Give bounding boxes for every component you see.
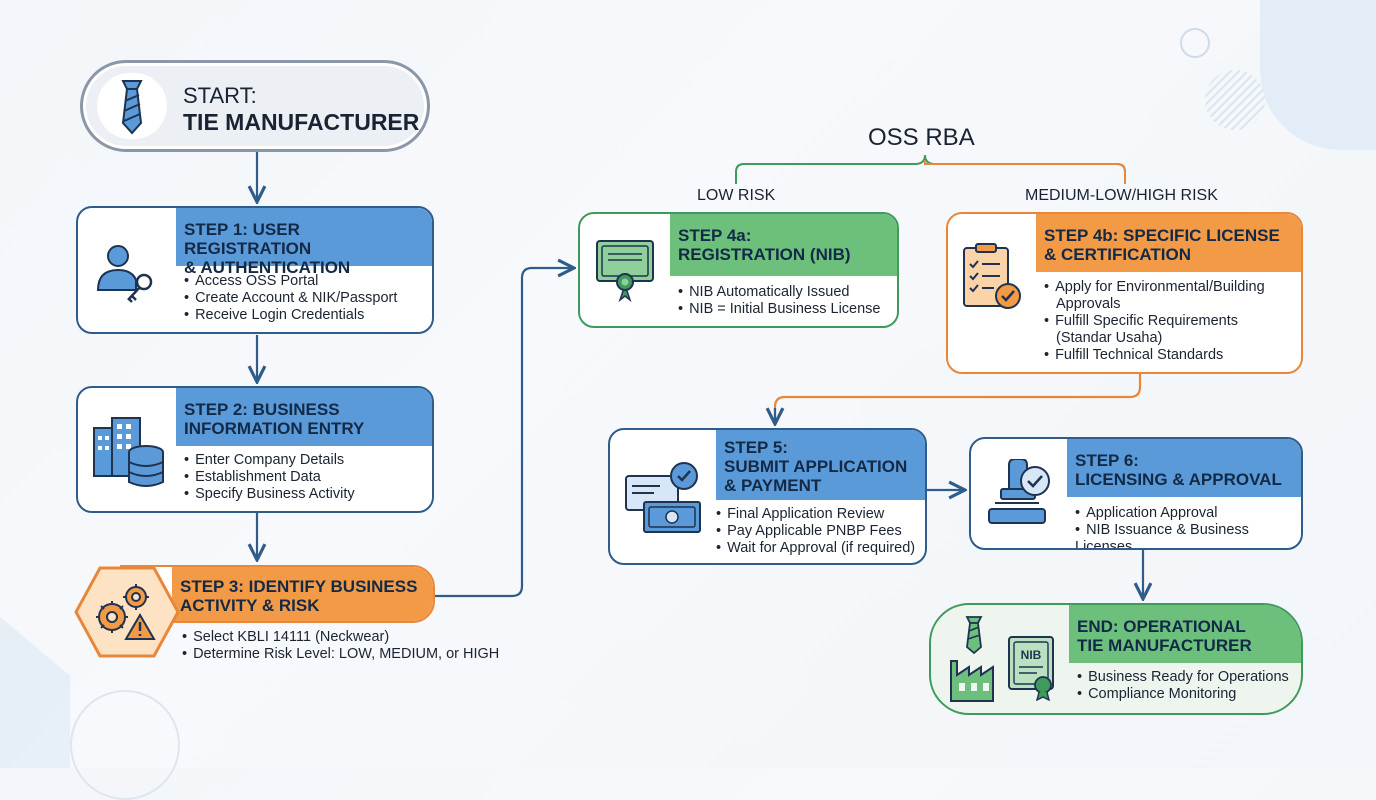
end-card: END: OPERATIONAL TIE MANUFACTURER NIB Bu…	[929, 603, 1303, 715]
step1-card: STEP 1: USER REGISTRATION & AUTHENTICATI…	[76, 206, 434, 334]
start-title: TIE MANUFACTURER	[183, 109, 420, 135]
checklist-icon	[963, 243, 1021, 309]
high-risk-label: MEDIUM-LOW/HIGH RISK	[1025, 187, 1218, 204]
bg-decor-stripes	[1205, 70, 1265, 130]
step1-bullets: Access OSS Portal Create Account & NIK/P…	[184, 273, 397, 324]
step6-title-line1: STEP 6:	[1075, 451, 1139, 470]
list-item: Business Ready for Operations	[1077, 669, 1289, 686]
end-bullets: Business Ready for Operations Compliance…	[1077, 669, 1289, 703]
payment-check-icon	[625, 462, 701, 533]
step4a-title-line2: REGISTRATION (NIB)	[678, 245, 851, 264]
step2-card: STEP 2: BUSINESS INFORMATION ENTRY Enter…	[76, 386, 434, 513]
start-node: START: TIE MANUFACTURER	[80, 60, 430, 152]
step4a-card: STEP 4a: REGISTRATION (NIB) NIB Automati…	[578, 212, 899, 328]
list-item: Wait for Approval (if required)	[716, 540, 915, 557]
list-item: Compliance Monitoring	[1077, 686, 1289, 703]
certificate-icon	[596, 240, 654, 302]
step4b-title-line1: STEP 4b: SPECIFIC LICENSE	[1044, 226, 1280, 245]
step2-header: STEP 2: BUSINESS INFORMATION ENTRY	[176, 388, 432, 446]
step3-bullets: Select KBLI 14111 (Neckwear) Determine R…	[182, 629, 499, 663]
list-item: NIB = Initial Business License	[678, 301, 880, 318]
nib-certificate-icon: NIB	[1008, 636, 1054, 701]
end-title-line1: END: OPERATIONAL	[1077, 617, 1246, 636]
list-item: Determine Risk Level: LOW, MEDIUM, or HI…	[182, 646, 499, 663]
step5-header: STEP 5: SUBMIT APPLICATION & PAYMENT	[716, 430, 925, 500]
step2-title-line1: STEP 2: BUSINESS	[184, 400, 340, 419]
list-item: Access OSS Portal	[184, 273, 397, 290]
end-header: END: OPERATIONAL TIE MANUFACTURER	[1069, 605, 1301, 663]
step5-title-line2: SUBMIT APPLICATION	[724, 457, 908, 476]
step3-header: STEP 3: IDENTIFY BUSINESS ACTIVITY & RIS…	[172, 567, 433, 621]
step4a-bullets: NIB Automatically Issued NIB = Initial B…	[678, 284, 881, 318]
bg-decor-ring	[1180, 28, 1210, 58]
step4b-bullets: Apply for Environmental/Building Approva…	[1044, 279, 1265, 364]
step5-title-line1: STEP 5:	[724, 438, 788, 457]
list-item: Approvals	[1056, 296, 1121, 312]
list-item: Establishment Data	[184, 469, 355, 486]
bg-decor	[1260, 0, 1376, 150]
list-item: Application Approval	[1075, 505, 1301, 522]
step3-title-line2: ACTIVITY & RISK	[180, 596, 320, 615]
step4b-header: STEP 4b: SPECIFIC LICENSE & CERTIFICATIO…	[1036, 214, 1301, 272]
factory-tie-icon	[950, 616, 994, 702]
step2-bullets: Enter Company Details Establishment Data…	[184, 452, 355, 503]
step6-card: STEP 6: LICENSING & APPROVAL Application…	[969, 437, 1303, 550]
step3-card: STEP 3: IDENTIFY BUSINESS ACTIVITY & RIS…	[120, 565, 435, 623]
step6-title-line2: LICENSING & APPROVAL	[1075, 470, 1282, 489]
start-label: START:	[183, 83, 257, 108]
user-key-icon	[96, 245, 153, 303]
step3-icon-hexagon	[74, 565, 180, 659]
list-item: Pay Applicable PNBP Fees	[716, 523, 915, 540]
step2-title-line2: INFORMATION ENTRY	[184, 419, 365, 438]
stamp-icon	[988, 459, 1050, 524]
start-icon-circle	[97, 73, 167, 139]
list-item: Final Application Review	[716, 506, 915, 523]
nib-badge-text: NIB	[1021, 648, 1042, 662]
oss-rba-title: OSS RBA	[868, 124, 975, 151]
list-item: Specify Business Activity	[184, 486, 355, 503]
bg-decor-corner-ring	[70, 690, 180, 800]
oss-brace	[735, 154, 1126, 184]
step4a-title-line1: STEP 4a:	[678, 226, 752, 245]
step4b-title-line2: & CERTIFICATION	[1044, 245, 1192, 264]
list-item: Receive Login Credentials	[184, 307, 397, 324]
list-item: Fulfill Technical Standards	[1044, 347, 1265, 364]
step3-title-line1: STEP 3: IDENTIFY BUSINESS	[180, 577, 418, 596]
list-item: Fulfill Specific Requirements	[1044, 313, 1265, 330]
list-item: Enter Company Details	[184, 452, 355, 469]
list-item: Apply for Environmental/Building	[1044, 279, 1265, 296]
step4b-card: STEP 4b: SPECIFIC LICENSE & CERTIFICATIO…	[946, 212, 1303, 374]
tie-icon	[121, 80, 143, 135]
list-item: (Standar Usaha)	[1056, 330, 1163, 346]
step6-header: STEP 6: LICENSING & APPROVAL	[1067, 439, 1301, 497]
list-item: Select KBLI 14111 (Neckwear)	[182, 629, 499, 646]
step1-title-line1: STEP 1: USER REGISTRATION	[184, 220, 312, 258]
step1-header: STEP 1: USER REGISTRATION & AUTHENTICATI…	[176, 208, 432, 277]
end-title-line2: TIE MANUFACTURER	[1077, 636, 1252, 655]
step6-bullets: Application Approval NIB Issuance & Busi…	[1075, 505, 1301, 548]
list-item: NIB Automatically Issued	[678, 284, 881, 301]
step4a-header: STEP 4a: REGISTRATION (NIB)	[670, 214, 897, 276]
list-item: NIB Issuance & Business Licenses	[1075, 522, 1301, 548]
arrow-step4b-to-step5	[773, 374, 1142, 422]
gears-warning-icon	[96, 584, 156, 640]
list-item: Create Account & NIK/Passport	[184, 290, 397, 307]
arrow-step3-to-step4a	[435, 268, 572, 598]
step5-card: STEP 5: SUBMIT APPLICATION & PAYMENT Fin…	[608, 428, 927, 565]
step5-title-line3: & PAYMENT	[724, 476, 822, 495]
bg-decor-corner	[0, 616, 70, 768]
building-database-icon	[93, 417, 164, 487]
low-risk-label: LOW RISK	[697, 187, 776, 204]
step5-bullets: Final Application Review Pay Applicable …	[716, 506, 915, 557]
